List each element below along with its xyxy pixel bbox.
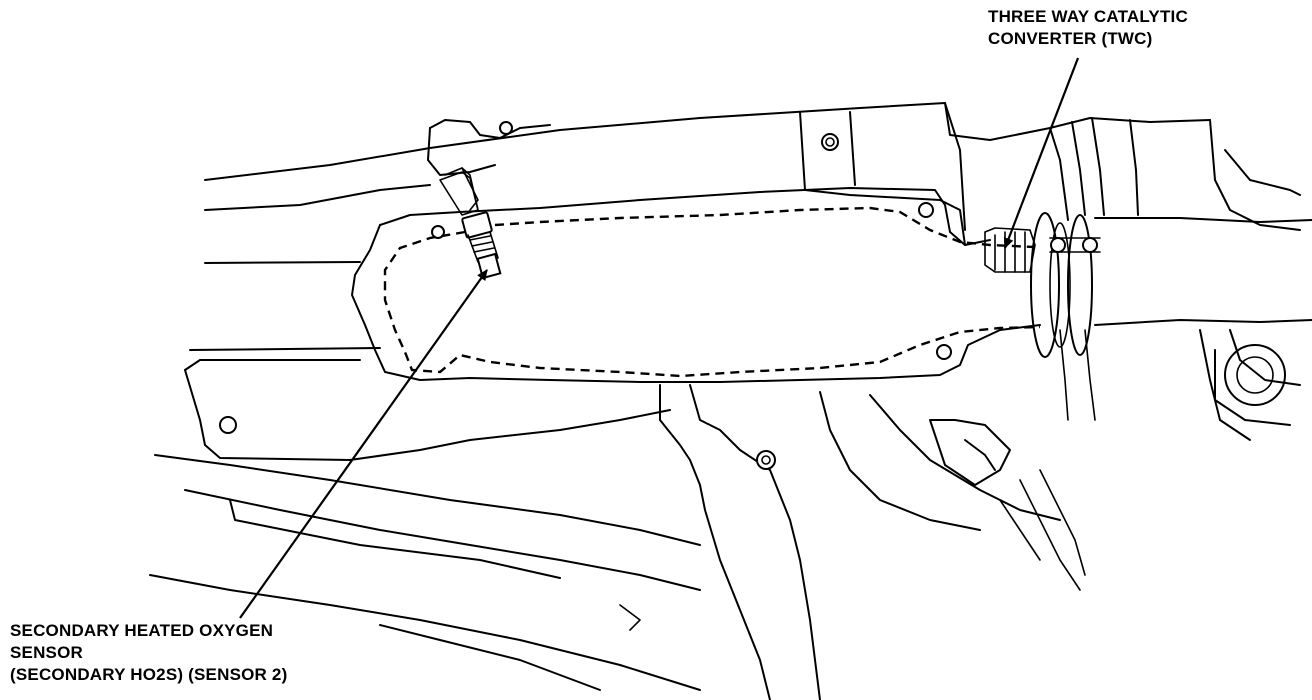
converter-outlet-flange — [984, 212, 1312, 358]
mount-bolt-lower — [219, 416, 237, 434]
twc-label-line1: THREE WAY CATALYTIC — [988, 7, 1188, 26]
heat-shield-corrugated — [1049, 117, 1301, 441]
ho2s-label-line3: (SECONDARY HO2S) (SENSOR 2) — [10, 665, 288, 684]
ho2s-callout: SECONDARY HEATED OXYGEN SENSOR (SECONDAR… — [10, 620, 287, 686]
converter-heat-shield — [351, 187, 1041, 383]
crossmember-left — [427, 119, 551, 211]
twc-label-line2: CONVERTER (TWC) — [988, 29, 1153, 48]
frame-rail-right — [799, 102, 1301, 246]
vehicle-underbody-outline — [149, 102, 1211, 691]
ho2s-leader-line — [239, 269, 488, 619]
catalytic-converter-outline — [383, 206, 1041, 378]
twc-callout: THREE WAY CATALYTIC CONVERTER (TWC) — [988, 6, 1188, 50]
twc-leader-line — [1003, 57, 1080, 249]
ho2s-label-line1: SECONDARY HEATED OXYGEN — [10, 621, 274, 640]
ho2s-label-line2: SENSOR — [10, 643, 83, 662]
oxygen-sensor — [439, 171, 502, 280]
lower-frame — [619, 384, 1086, 700]
